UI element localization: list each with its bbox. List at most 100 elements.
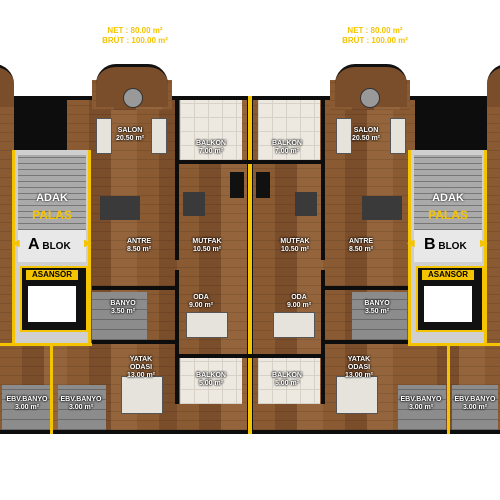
core-a-blok: A BLOK [28, 236, 88, 254]
core-b-blok-word: BLOK [438, 241, 467, 252]
room-oda-left: ODA 9.00 m² [178, 294, 224, 310]
room-area: 5.00 m² [274, 380, 300, 387]
bed-oda-left [186, 312, 228, 338]
core-b-elevator-label: ASANSÖR [422, 270, 474, 280]
core-b-frame-right [484, 150, 487, 345]
stove-left [230, 172, 244, 198]
yellow-divider-right [447, 345, 450, 434]
room-yatak-left: YATAK ODASI 13.00 m² [118, 356, 164, 380]
core-b-lobby [414, 230, 482, 262]
bay-window-far-right [487, 64, 500, 107]
room-name: BANYO [110, 300, 136, 307]
core-b-stairs [414, 155, 482, 230]
room-name: ANTRE [348, 238, 374, 245]
room-name: YATAK ODASI [347, 356, 371, 371]
wall-7 [92, 340, 175, 344]
room-area: 8.50 m² [126, 246, 152, 253]
core-a-lobby [18, 230, 86, 262]
yellow-divider-left [50, 345, 53, 434]
room-name: BALKON [196, 372, 226, 379]
bay-window-far-left [0, 64, 14, 107]
wall-9 [179, 354, 321, 358]
core-b-letter: B [424, 236, 436, 253]
room-ebv-4: EBV.BANYO 3.00 m² [450, 396, 500, 412]
coffee-table-left [123, 88, 143, 108]
room-area: 20.50 m² [351, 135, 381, 142]
wall-4 [321, 270, 325, 404]
room-salon-right: SALON 20.50 m² [338, 127, 394, 143]
room-name: YATAK ODASI [129, 356, 153, 371]
room-area: 3.50 m² [110, 308, 136, 315]
balcony-top-left [180, 100, 242, 160]
wall-1 [175, 100, 179, 260]
arrow-left-icon: ◀ [407, 238, 415, 249]
room-area: 5.00 m² [198, 380, 224, 387]
armchair-left [151, 118, 167, 154]
room-antre-left: ANTRE 8.50 m² [114, 238, 164, 254]
wall-8 [325, 340, 408, 344]
room-name: MUTFAK [280, 238, 310, 245]
core-b-elevator-inner [424, 286, 472, 322]
room-area: 9.00 m² [286, 302, 312, 309]
ensuite-3 [398, 385, 446, 430]
ensuite-4 [452, 385, 498, 430]
sofa-left [96, 118, 112, 154]
core-a-palas: PALAS [32, 208, 72, 222]
coffee-table-right [360, 88, 380, 108]
room-area: 3.00 m² [68, 404, 94, 411]
ensuite-1 [2, 385, 52, 430]
wall-6 [325, 286, 408, 290]
room-area: 20.50 m² [115, 135, 145, 142]
bed-oda-right [273, 312, 315, 338]
armchair-right [336, 118, 352, 154]
wall-3 [175, 270, 179, 404]
room-area: 10.50 m² [192, 246, 222, 253]
room-area: 3.00 m² [14, 404, 40, 411]
header-left: NET : 80.00 m² BRÜT : 100.00 m² [80, 26, 190, 46]
room-banyo-right: BANYO 3.50 m² [354, 300, 400, 316]
core-a-elevator-label: ASANSÖR [26, 270, 78, 280]
room-name: BANYO [364, 300, 390, 307]
core-a-blok-word: BLOK [42, 241, 71, 252]
dining-table-right [362, 196, 402, 220]
room-ebv-1: EBV.BANYO 3.00 m² [2, 396, 52, 412]
sofa-right [390, 118, 406, 154]
arrow-left-icon: ◀ [12, 238, 20, 249]
dining-table-left [100, 196, 140, 220]
room-area: 13.00 m² [126, 372, 156, 379]
kitchen-table-left [183, 192, 205, 216]
room-name: MUTFAK [192, 238, 222, 245]
room-balkon-top-right: BALKON 7.00 m² [262, 140, 312, 156]
room-yatak-right: YATAK ODASI 13.00 m² [336, 356, 382, 380]
room-area: 3.50 m² [364, 308, 390, 315]
room-area: 3.00 m² [408, 404, 434, 411]
room-name: BALKON [196, 140, 226, 147]
room-area: 9.00 m² [188, 302, 214, 309]
room-name: SALON [353, 127, 379, 134]
room-name: EBV.BANYO [454, 396, 496, 403]
bathroom-right [352, 292, 407, 340]
room-balkon-bottom-left: BALKON 5.00 m² [186, 372, 236, 388]
room-ebv-3: EBV.BANYO 3.00 m² [396, 396, 446, 412]
wall-10 [179, 160, 321, 164]
core-a-stairs [18, 155, 86, 230]
room-mutfak-left: MUTFAK 10.50 m² [182, 238, 232, 254]
stove-right [256, 172, 270, 198]
header-right: NET : 80.00 m² BRÜT : 100.00 m² [320, 26, 430, 46]
core-a-letter: A [28, 236, 40, 253]
header-left-net: NET : 80.00 m² [107, 26, 163, 35]
room-name: EBV.BANYO [60, 396, 102, 403]
balcony-top-right [258, 100, 320, 160]
room-name: EBV.BANYO [400, 396, 442, 403]
room-balkon-top-left: BALKON 7.00 m² [186, 140, 236, 156]
balcony-bottom-right [258, 358, 320, 404]
room-area: 7.00 m² [274, 148, 300, 155]
yellow-divider-center [248, 96, 252, 434]
room-name: ODA [193, 294, 209, 301]
core-a-frame-right [88, 150, 91, 345]
room-name: BALKON [272, 140, 302, 147]
room-name: ANTRE [126, 238, 152, 245]
bed-yatak-right [336, 376, 378, 414]
room-oda-right: ODA 9.00 m² [276, 294, 322, 310]
yellow-beam-left [0, 343, 92, 346]
